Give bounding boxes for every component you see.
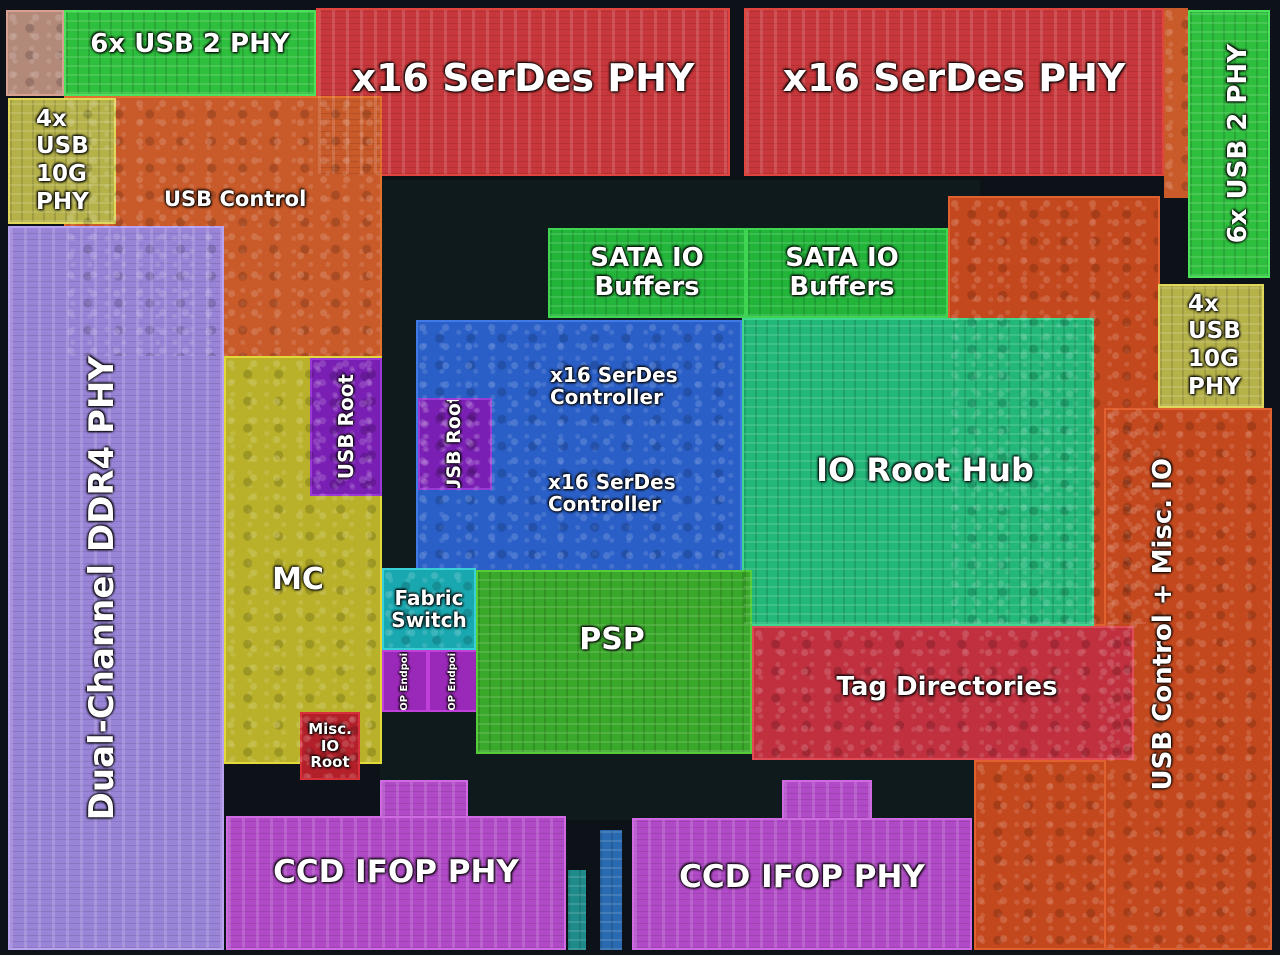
- sata-buffers-left-label: SATA IO Buffers: [590, 242, 704, 302]
- ifop-endpoint-1: IFOP Endpoint: [382, 650, 428, 712]
- io-root-hub: IO Root Hub: [742, 318, 1094, 626]
- usb-control-misc-io-label: USB Control + Misc. IO: [1148, 457, 1179, 791]
- misc-io-root: Misc. IO Root: [300, 712, 360, 780]
- usb2-phy-right: 6x USB 2 PHY: [1188, 10, 1270, 278]
- ifop-endpoint-1-label: IFOP Endpoint: [399, 650, 411, 712]
- ccd-ifop-phy-left-tab: [380, 780, 468, 818]
- tag-directories-label: Tag Directories: [836, 672, 1058, 703]
- memory-controller-label: MC: [272, 562, 324, 598]
- ddr4-phy: Dual-Channel DDR4 PHY: [8, 226, 224, 950]
- usb-control-top: [64, 96, 382, 358]
- ccd-ifop-phy-right-label: CCD IFOP PHY: [679, 858, 925, 895]
- center-bottom-strip: [600, 830, 622, 950]
- usb10g-phy-left: 4x USB 10G PHY: [8, 98, 116, 224]
- usb-root-mid: USB Root: [418, 398, 492, 490]
- corner-top-left: [6, 10, 64, 96]
- ccd-ifop-phy-right: CCD IFOP PHY: [632, 818, 972, 950]
- tag-directories: Tag Directories: [752, 626, 1134, 760]
- misc-io-root-label: Misc. IO Root: [308, 719, 352, 772]
- usb-root-mid-label: USB Root: [443, 398, 466, 490]
- usb2-phy-right-label: 6x USB 2 PHY: [1223, 44, 1254, 244]
- io-root-hub-label: IO Root Hub: [816, 451, 1034, 490]
- ifop-endpoint-2-label: IFOP Endpoint: [447, 650, 459, 712]
- fabric-switch: Fabric Switch: [382, 568, 476, 650]
- serdes-phy-left-label: x16 SerDes PHY: [351, 55, 695, 100]
- serdes-phy-right: x16 SerDes PHY: [744, 8, 1164, 176]
- usb10g-phy-right-label: 4x USB 10G PHY: [1188, 290, 1241, 400]
- usb-root-left-label: USB Root: [333, 374, 358, 480]
- right-control-area: [948, 196, 1160, 626]
- usb-control-top-label: USB Control: [164, 187, 307, 211]
- usb10g-phy-right: 4x USB 10G PHY: [1158, 284, 1264, 408]
- ccd-ifop-phy-right-tab: [782, 780, 872, 820]
- serdes-controller-block: [416, 320, 742, 572]
- serdes-controller-2-label: x16 SerDes Controller: [548, 470, 676, 517]
- usb2-phy-top-label: 6x USB 2 PHY: [90, 29, 290, 60]
- ccd-ifop-phy-left: CCD IFOP PHY: [226, 816, 566, 950]
- ddr4-phy-label: Dual-Channel DDR4 PHY: [81, 355, 122, 821]
- ccd-ifop-phy-left-label: CCD IFOP PHY: [273, 853, 519, 890]
- serdes-phy-right-label: x16 SerDes PHY: [782, 55, 1126, 100]
- ifop-endpoint-2: IFOP Endpoint: [428, 650, 478, 712]
- usb-control-misc-io: USB Control + Misc. IO: [1104, 408, 1272, 950]
- usb-root-left: USB Root: [310, 358, 382, 496]
- top-right-strip: [1164, 8, 1188, 198]
- serdes-phy-left: x16 SerDes PHY: [316, 8, 730, 176]
- memory-controller: MC: [224, 356, 382, 764]
- bottom-right-area: [974, 760, 1106, 950]
- psp-label: PSP: [579, 622, 645, 658]
- psp: PSP: [476, 570, 752, 754]
- center-bottom-strip-2: [568, 870, 586, 950]
- sata-buffers-left: SATA IO Buffers: [548, 228, 746, 318]
- fabric-switch-label: Fabric Switch: [391, 585, 467, 632]
- serdes-controller-1-label: x16 SerDes Controller: [550, 363, 678, 410]
- sata-buffers-right-label: SATA IO Buffers: [785, 242, 899, 302]
- usb2-phy-top: 6x USB 2 PHY: [64, 10, 316, 96]
- usb10g-phy-left-label: 4x USB 10G PHY: [36, 105, 89, 215]
- sata-buffers-right: SATA IO Buffers: [746, 228, 948, 318]
